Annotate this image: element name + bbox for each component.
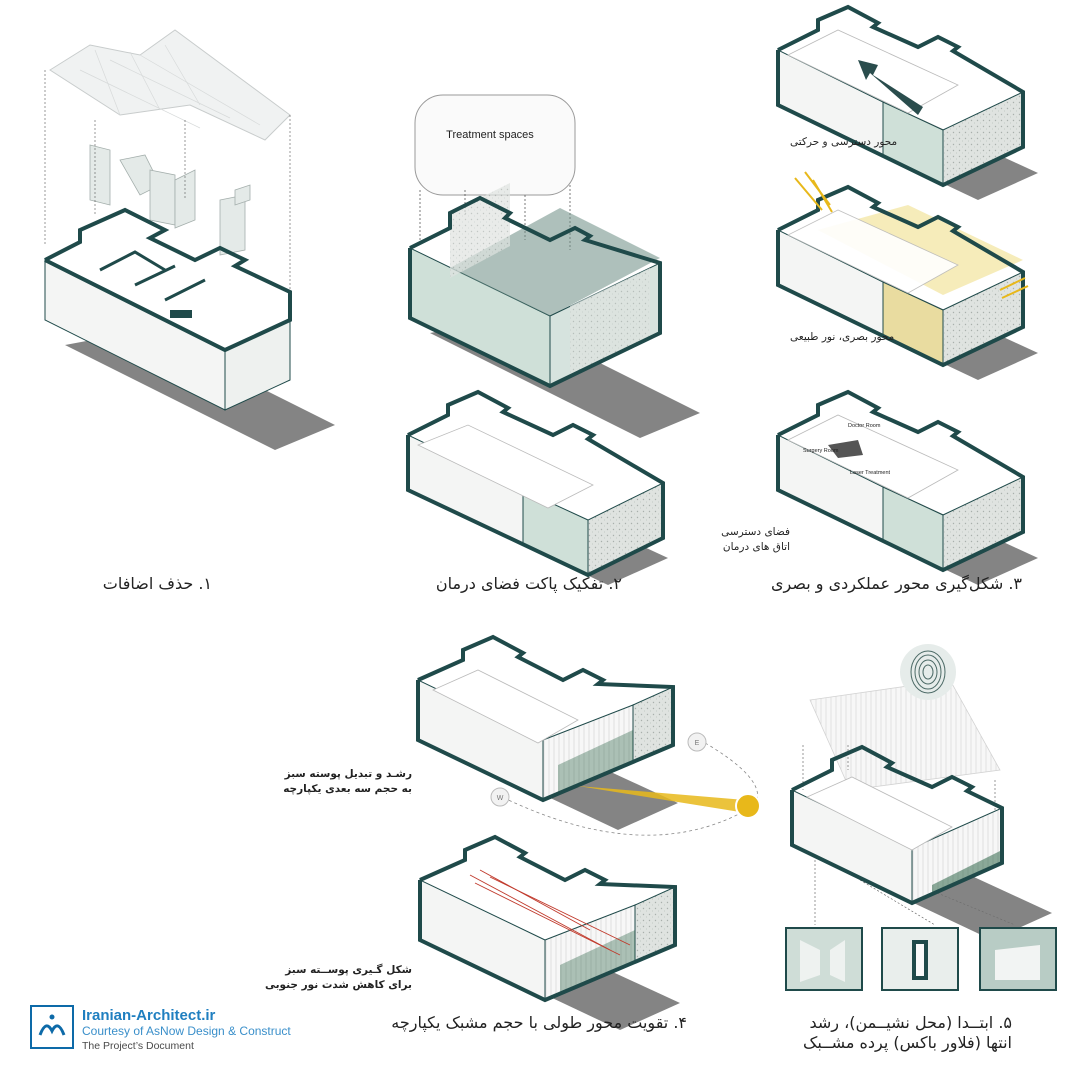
step5-caption-line2: انتها (فلاور باکس) پرده مشــبک — [803, 1033, 1012, 1052]
credit-document: The Project’s Document — [82, 1040, 194, 1052]
step1-caption: ۱. حذف اضافات — [102, 574, 212, 593]
sun-path — [490, 732, 761, 836]
visual-axis-label: محور بصری، نور طبیعی — [790, 331, 894, 343]
laser-treatment-label: Laser Treatment — [850, 470, 891, 476]
view-thumbnails — [785, 927, 1057, 991]
credit-courtesy: Courtesy of AsNow Design & Construct — [82, 1024, 291, 1038]
sun-beam — [578, 786, 745, 812]
step4-caption: ۴. تقویت محور طولی با حجم مشبک یکپارچه — [391, 1013, 687, 1032]
compass-w-label: W — [497, 795, 504, 802]
access-space-note: فضای دسترسی اتاق های درمان — [700, 525, 790, 555]
step5-caption-line1: ۵. ابتــدا (محل نشیــمن)، رشد — [809, 1013, 1012, 1032]
credit-site[interactable]: Iranian-Architect.ir — [82, 1007, 216, 1024]
diagram-3c-rooms — [776, 389, 1038, 585]
movement-arrow — [858, 60, 923, 115]
sun-rays-icon — [794, 171, 1029, 299]
diagram-4b-green-shell — [418, 834, 680, 1030]
sun-icon — [735, 793, 761, 819]
compass-e-label: E — [695, 740, 700, 747]
logo-icon — [30, 1005, 74, 1049]
diagram-2b-carved-package — [406, 389, 668, 585]
diagram-5-lattice-curtain — [785, 644, 1057, 991]
diagram-3b-visual-axis — [776, 184, 1038, 380]
diagram-1-exploded-axonometric — [44, 29, 335, 450]
diagram-4a-green-growth — [416, 634, 678, 830]
diagram-3a-access-axis — [776, 4, 1038, 200]
access-space-line2: اتاق های درمان — [722, 541, 790, 553]
treatment-spaces-label: Treatment spaces — [446, 129, 534, 141]
green-growth-line2: به حجم سه بعدی یکپارچه — [283, 783, 412, 795]
fingerprint-icon — [900, 644, 956, 700]
green-shell-line2: برای کاهش شدت نور جنوبی — [264, 979, 412, 991]
treatment-spaces-box — [414, 94, 576, 196]
doctor-room-label: Doctor Room — [848, 423, 881, 429]
access-axis-label: محور دسترسی و حرکتی — [790, 136, 897, 148]
access-space-line1: فضای دسترسی — [721, 526, 790, 538]
step3-caption: ۳. شکل‌گیری محور عملکردی و بصری — [771, 574, 1022, 593]
green-growth-line1: رشـد و تبدیل پوسته سبز — [284, 768, 412, 780]
ceiling-grid — [49, 29, 291, 141]
green-shell-note: شکل گـیری پوســته سبز برای کاهش شدت نور … — [264, 963, 412, 993]
step2-caption: ۲. تفکیک پاکت فضای درمان — [435, 574, 622, 593]
green-growth-note: رشـد و تبدیل پوسته سبز به حجم سه بعدی یک… — [283, 767, 412, 797]
surgery-room-label: Surgery Room — [803, 448, 839, 454]
diagram-2-treatment-package: Treatment spaces — [408, 94, 700, 438]
green-shell-line1: شکل گـیری پوســته سبز — [285, 964, 412, 976]
partition-panels — [89, 144, 251, 256]
